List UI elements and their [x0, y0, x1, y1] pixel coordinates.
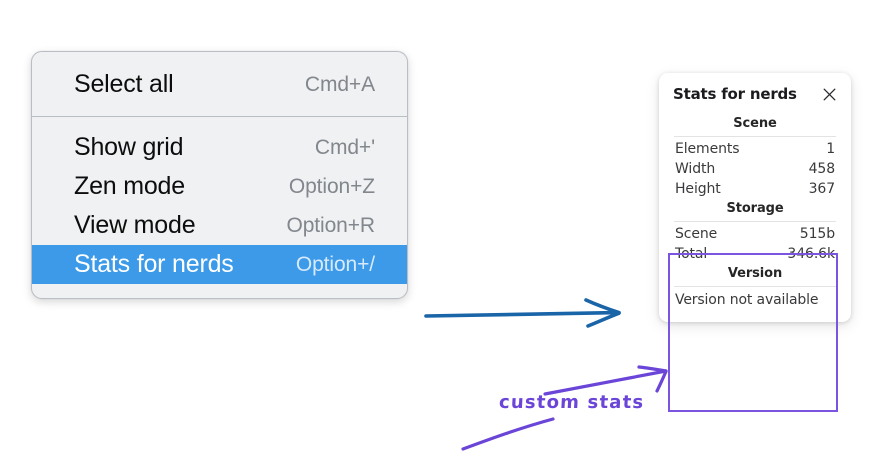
menu-item-select-all[interactable]: Select all Cmd+A	[32, 65, 407, 104]
stats-panel-title: Stats for nerds	[673, 85, 797, 103]
stat-key: Height	[675, 181, 721, 197]
menu-divider	[32, 116, 407, 117]
stat-row: Scene 515b	[670, 224, 840, 244]
purple-arrow-annotation	[543, 365, 668, 396]
context-menu[interactable]: Select all Cmd+A Show grid Cmd+' Zen mod…	[31, 51, 408, 299]
menu-item-label: Show grid	[74, 133, 184, 161]
menu-item-label: View mode	[74, 211, 196, 239]
menu-item-label: Stats for nerds	[74, 250, 234, 278]
stat-value: 346.6k	[787, 246, 835, 262]
stat-row: Elements 1	[670, 139, 840, 159]
blue-arrow-annotation	[424, 298, 621, 328]
menu-item-shortcut: Option+Z	[288, 174, 375, 198]
menu-item-label: Select all	[74, 70, 174, 98]
version-value: Version not available	[675, 292, 819, 308]
menu-item-view-mode[interactable]: View mode Option+R	[32, 206, 407, 245]
menu-section-top: Select all Cmd+A	[32, 52, 407, 116]
stats-group-version: Version Version not available	[670, 264, 840, 309]
menu-item-shortcut: Option+/	[295, 252, 375, 276]
stat-key: Total	[675, 246, 708, 262]
stats-group-scene: Scene Elements 1 Width 458 Height 367	[670, 114, 840, 199]
menu-item-shortcut: Cmd+A	[304, 72, 375, 96]
menu-item-shortcut: Option+R	[286, 213, 375, 237]
custom-stats-annotation-label: custom stats	[498, 392, 645, 413]
menu-item-label: Zen mode	[74, 172, 185, 200]
stats-group-title: Storage	[726, 201, 784, 216]
stat-row: Total 346.6k	[670, 244, 840, 264]
stats-group-title: Version	[727, 266, 783, 281]
stat-value: 1	[826, 141, 835, 157]
close-icon[interactable]	[821, 86, 838, 103]
stat-value: 458	[808, 161, 836, 177]
stats-group-storage: Storage Scene 515b Total 346.6k	[670, 199, 840, 264]
stat-row: Height 367	[670, 179, 840, 199]
stats-panel-header: Stats for nerds	[670, 84, 840, 103]
menu-item-zen-mode[interactable]: Zen mode Option+Z	[32, 167, 407, 206]
stat-value: 367	[808, 181, 836, 197]
purple-tail-stroke	[461, 417, 555, 451]
stat-key: Width	[675, 161, 716, 177]
menu-item-show-grid[interactable]: Show grid Cmd+'	[32, 128, 407, 167]
stat-key: Elements	[675, 141, 740, 157]
menu-section-main: Show grid Cmd+' Zen mode Option+Z View m…	[32, 117, 407, 298]
stat-key: Scene	[675, 226, 718, 242]
stats-for-nerds-panel[interactable]: Stats for nerds Scene Elements 1 Width 4…	[659, 73, 851, 322]
stat-row: Width 458	[670, 159, 840, 179]
group-rule	[674, 136, 836, 137]
group-rule	[674, 221, 836, 222]
menu-item-shortcut: Cmd+'	[314, 135, 375, 159]
stat-value: 515b	[799, 226, 835, 242]
stats-group-title: Scene	[733, 116, 777, 131]
menu-item-stats-for-nerds[interactable]: Stats for nerds Option+/	[32, 245, 407, 284]
group-rule	[674, 286, 836, 287]
